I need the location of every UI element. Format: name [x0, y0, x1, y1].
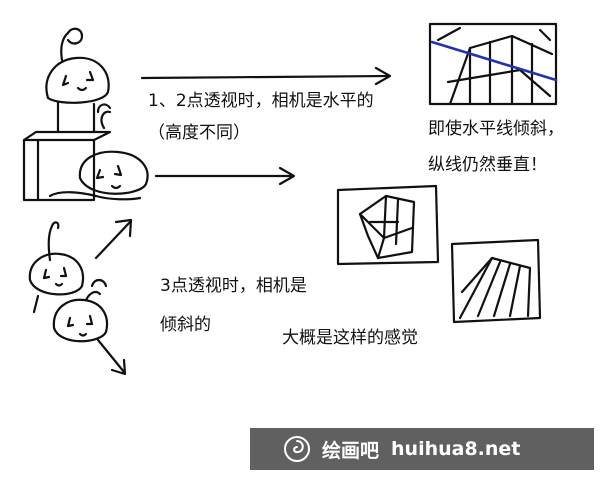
watermark: 绘画吧 huihua8.net	[250, 428, 594, 470]
arrow-up-right-icon	[94, 218, 133, 260]
horizon-line	[430, 40, 558, 82]
watermark-name: 绘画吧	[322, 439, 380, 462]
character-tilted-lower-icon	[52, 278, 109, 343]
frame-tilted-camera-upper-icon	[336, 184, 440, 266]
label-tilted: 倾斜的	[160, 315, 211, 335]
label-tilted-camera: 3点透视时，相机是	[160, 276, 307, 296]
label-verticals-stay-vertical: 纵线仍然垂直！	[428, 155, 547, 175]
frame-tilted-camera-lower-icon	[450, 238, 542, 324]
swirl-logo-icon	[284, 436, 310, 462]
arrow-top-icon	[140, 66, 392, 86]
label-different-height: （高度不同）	[148, 123, 250, 143]
arrow-middle-icon	[154, 166, 296, 186]
frame-horizontal-camera-icon	[428, 22, 558, 106]
label-horizon-tilted: 即使水平线倾斜，	[428, 119, 564, 139]
label-feeling: 大概是这样的感觉	[282, 328, 418, 348]
character-tilted-upper-icon	[28, 221, 85, 314]
label-horizontal-camera: 1、2点透视时，相机是水平的	[148, 91, 374, 111]
character-top-icon	[45, 27, 110, 134]
character-lying-icon	[48, 103, 149, 201]
arrow-down-right-icon	[96, 338, 127, 376]
box-icon	[22, 130, 112, 202]
watermark-url: huihua8.net	[391, 438, 521, 460]
